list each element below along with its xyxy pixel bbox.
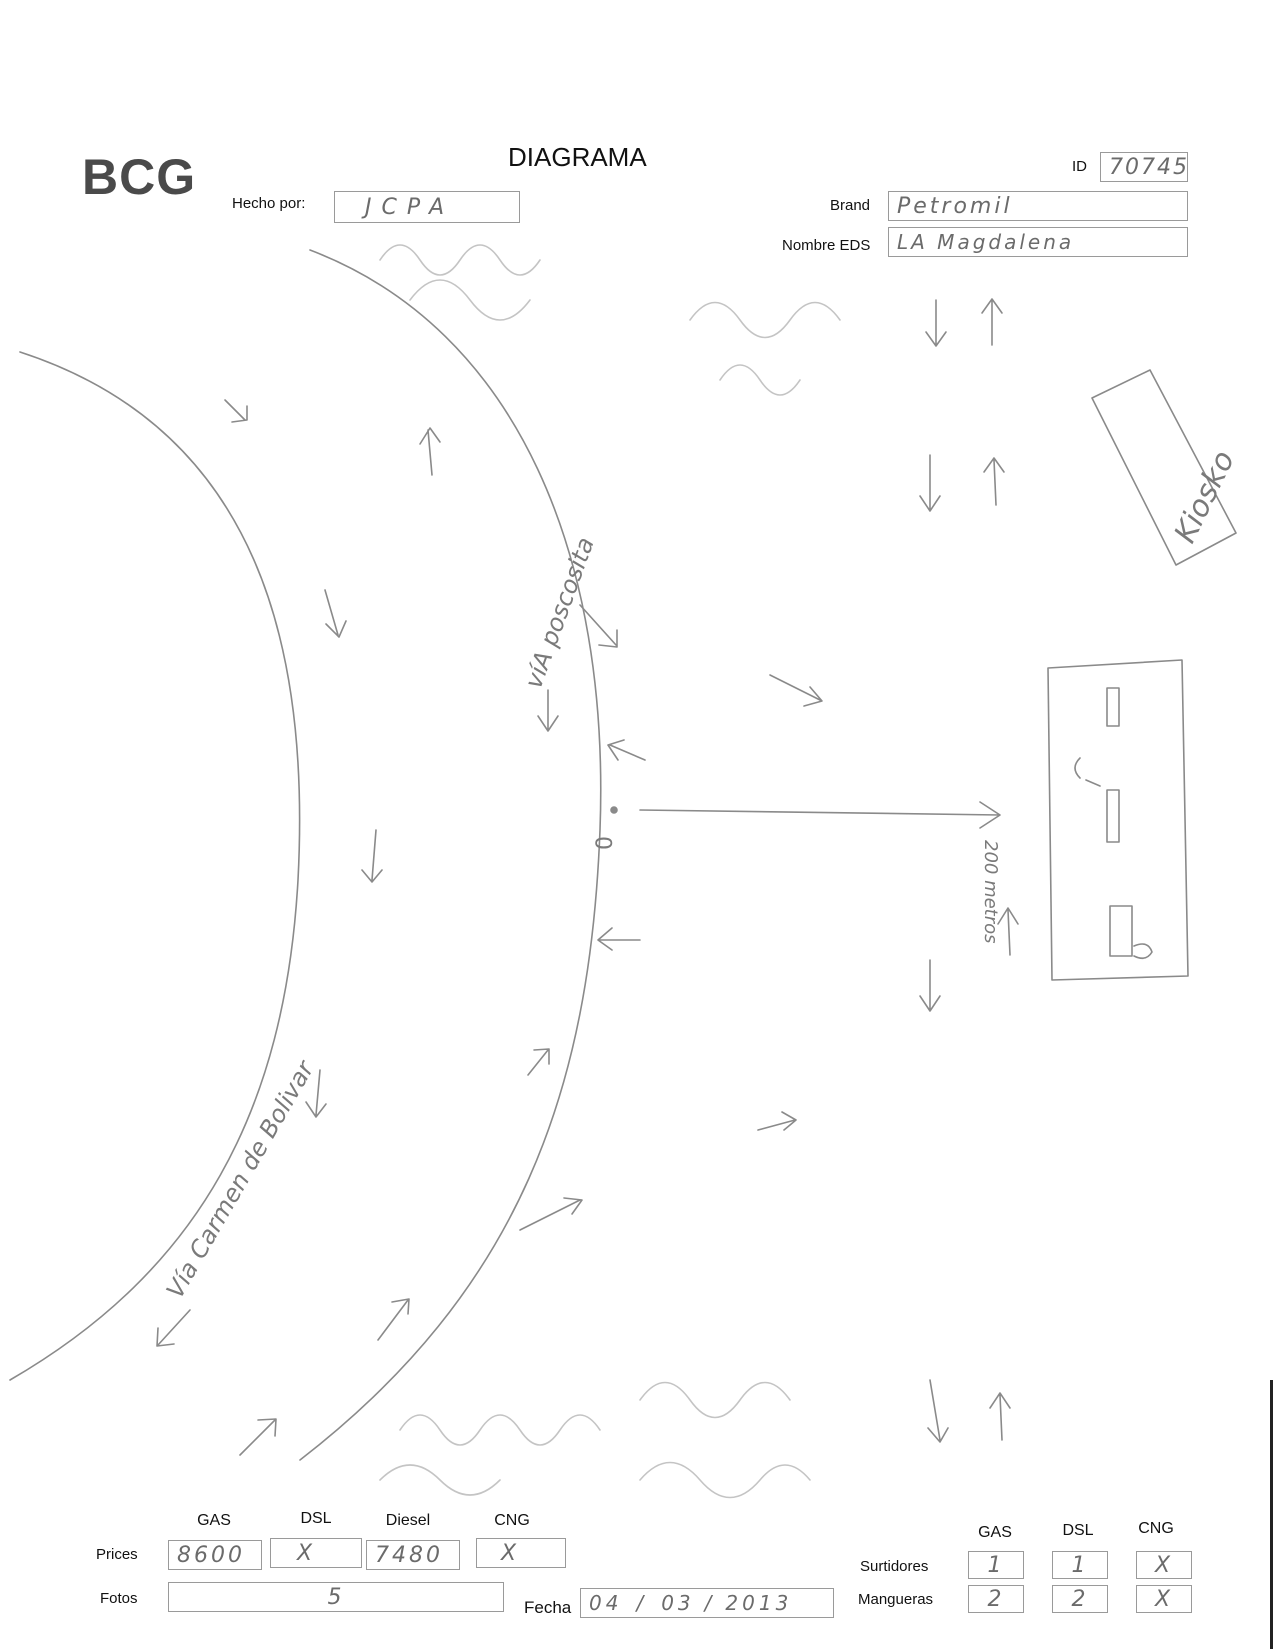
fotos-label: Fotos [100, 1590, 138, 1607]
hecho-por-label: Hecho por: [232, 195, 306, 212]
arrow-18 [757, 1111, 797, 1131]
fecha-sep-2: / [704, 1591, 716, 1615]
road-inner-curve [299, 249, 602, 1461]
pump-island-2 [1106, 789, 1120, 843]
arrow-11 [607, 739, 646, 761]
pump-mark [1133, 943, 1153, 960]
station-building [1047, 659, 1189, 981]
distance-line [639, 801, 1001, 829]
brand-value: Petromil [897, 193, 1013, 219]
price-dsl-field[interactable]: X [270, 1538, 362, 1568]
mangueras-dsl-value: 2 [1071, 1586, 1089, 1612]
fecha-label: Fecha [524, 1598, 572, 1617]
road-lower-label: Vía Carmen de Bolivar [161, 1055, 321, 1303]
surtidores-cng-value: X [1154, 1552, 1174, 1578]
arrow-15 [919, 959, 941, 1012]
fecha-year: 2013 [725, 1591, 793, 1615]
arrow-2 [981, 298, 1003, 346]
arrow-22 [239, 1418, 277, 1456]
scan-edge [1270, 1380, 1273, 1649]
brand-field[interactable]: Petromil [888, 191, 1188, 221]
arrow-3 [919, 454, 941, 512]
hecho-por-value: JCPA [365, 194, 455, 220]
fotos-field[interactable]: 5 [168, 1582, 504, 1612]
distance-label: 200 metros [980, 840, 1001, 944]
kiosk-label: Kiosko [1168, 445, 1242, 548]
surtidores-cng-field[interactable]: X [1136, 1551, 1192, 1579]
surtidores-dsl-field[interactable]: 1 [1052, 1551, 1108, 1579]
surtidores-gas-field[interactable]: 1 [968, 1551, 1024, 1579]
arrow-20 [377, 1298, 410, 1341]
pump-island-3 [1109, 905, 1133, 957]
arrow-12 [361, 829, 383, 883]
arrow-23 [927, 1379, 949, 1443]
arrow-13 [597, 927, 641, 951]
counts-header-gas: GAS [978, 1524, 1012, 1541]
scribble-top [379, 244, 841, 396]
fecha-field[interactable]: 04 / 03 / 2013 [580, 1588, 834, 1618]
price-gas-field[interactable]: 8600 [168, 1540, 262, 1570]
mangueras-gas-value: 2 [987, 1586, 1005, 1612]
origin-marker: 0 [593, 836, 618, 850]
price-gas-value: 8600 [177, 1542, 245, 1568]
fecha-month: 03 [661, 1591, 695, 1615]
prices-header-gas: GAS [197, 1512, 231, 1529]
id-field[interactable]: 70745 [1100, 152, 1188, 182]
surtidores-label: Surtidores [860, 1558, 929, 1575]
arrow-14 [997, 907, 1019, 956]
arrow-8 [579, 604, 618, 648]
nombre-eds-label: Nombre EDS [782, 237, 871, 254]
mangueras-dsl-field[interactable]: 2 [1052, 1585, 1108, 1613]
prices-label: Prices [96, 1546, 138, 1563]
mangueras-gas-field[interactable]: 2 [968, 1585, 1024, 1613]
surtidores-gas-value: 1 [987, 1552, 1005, 1578]
arrow-16 [527, 1048, 550, 1076]
arrow-1 [925, 299, 947, 347]
pump-island-1 [1106, 687, 1120, 727]
mangueras-cng-value: X [1154, 1586, 1174, 1612]
surtidores-dsl-value: 1 [1071, 1552, 1089, 1578]
arrow-4 [983, 457, 1005, 506]
price-dsl-value: X [297, 1540, 316, 1566]
counts-header-cng: CNG [1138, 1520, 1174, 1537]
arrow-6 [419, 427, 441, 476]
origin-dot [610, 806, 618, 814]
arrow-10 [769, 674, 823, 707]
prices-header-cng: CNG [494, 1512, 530, 1529]
fecha-value: 04 / 03 / 2013 [581, 1589, 833, 1617]
pump-hose [1074, 757, 1101, 787]
price-cng-value: X [501, 1540, 520, 1566]
prices-header-dsl: DSL [300, 1510, 332, 1527]
arrow-19 [519, 1197, 583, 1231]
mangueras-cng-field[interactable]: X [1136, 1585, 1192, 1613]
price-diesel-field[interactable]: 7480 [366, 1540, 460, 1570]
page-title: DIAGRAMA [508, 142, 647, 172]
arrow-9 [537, 689, 559, 732]
mangueras-label: Mangueras [858, 1591, 934, 1608]
fotos-value: 5 [327, 1584, 345, 1610]
prices-header-diesel: Diesel [385, 1512, 431, 1529]
arrow-21 [156, 1309, 191, 1347]
nombre-eds-value: LA Magdalena [897, 230, 1075, 254]
id-label: ID [1072, 158, 1087, 175]
scribble-bottom [379, 1381, 811, 1499]
fecha-sep-1: / [636, 1591, 648, 1615]
hecho-por-field[interactable]: JCPA [334, 191, 520, 223]
kiosk-box [1091, 369, 1237, 566]
arrow-7 [324, 589, 347, 638]
nombre-eds-field[interactable]: LA Magdalena [888, 227, 1188, 257]
counts-header-dsl: DSL [1062, 1522, 1094, 1539]
arrow-17 [305, 1069, 327, 1118]
brand-label: Brand [830, 197, 871, 214]
price-cng-field[interactable]: X [476, 1538, 566, 1568]
arrow-5 [224, 399, 248, 423]
bcg-logo: BCG [82, 149, 197, 205]
id-value: 70745 [1109, 154, 1189, 180]
arrow-24 [989, 1392, 1011, 1441]
fecha-day: 04 [589, 1591, 623, 1615]
road-outer-curve [9, 351, 301, 1381]
price-diesel-value: 7480 [375, 1542, 443, 1568]
